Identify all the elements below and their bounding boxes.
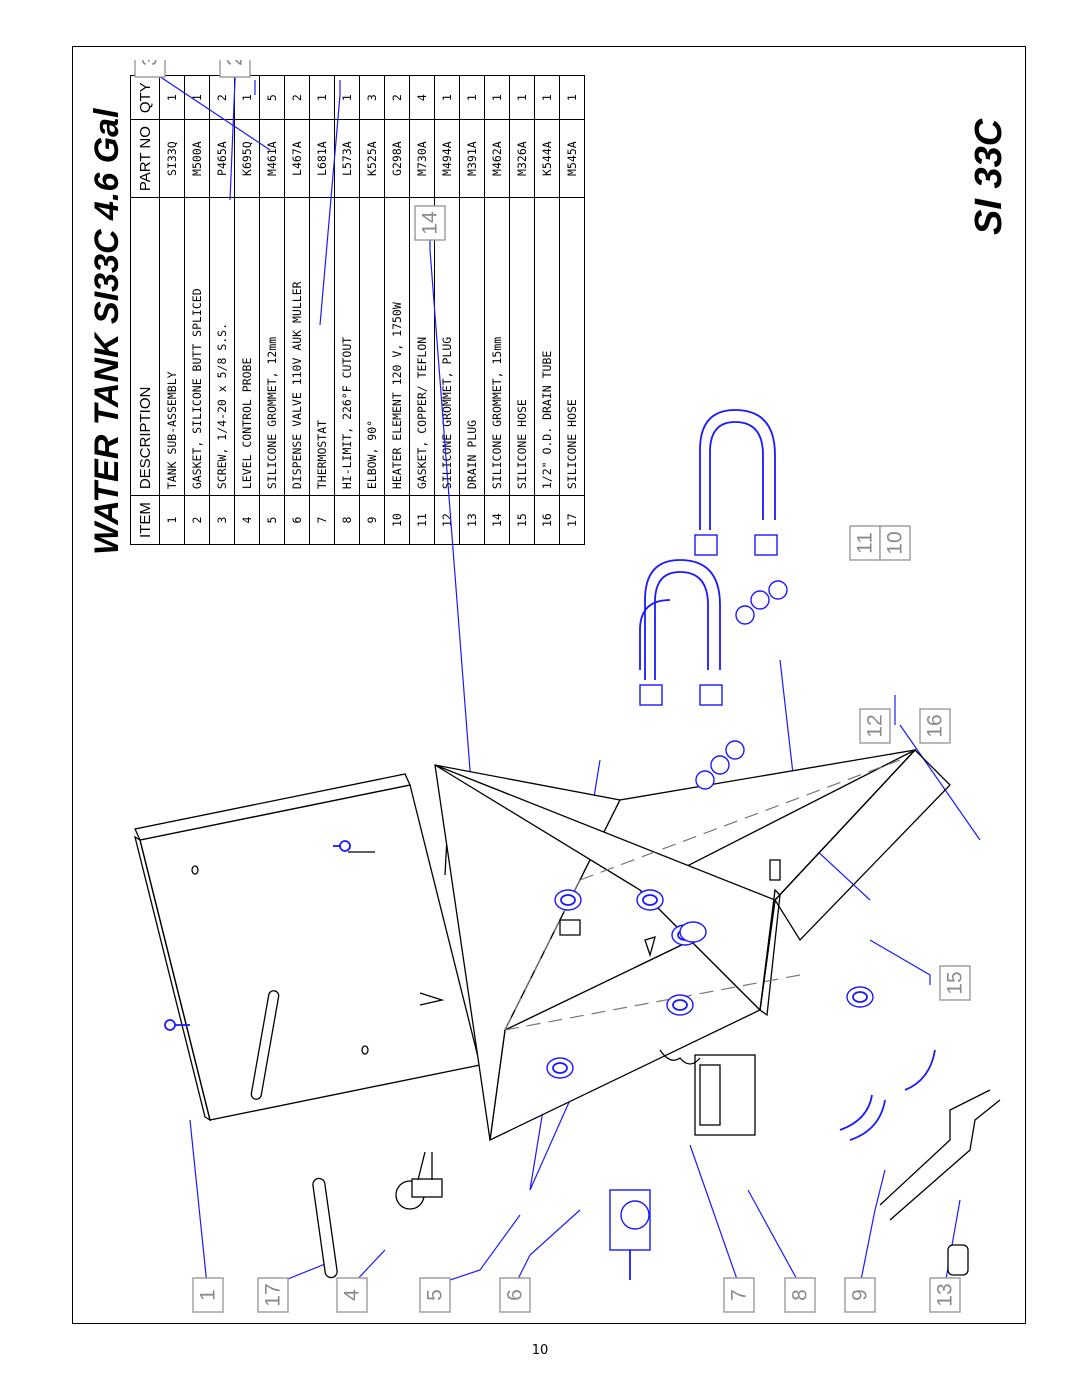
heater-element-lower: [639, 559, 723, 706]
grommet-icon: [846, 986, 874, 1008]
model-label: SI 33C: [968, 118, 1010, 235]
copper-gaskets: [695, 580, 788, 790]
thermostat: [659, 1049, 756, 1136]
callout-14: 14: [414, 205, 446, 241]
svg-text:16: 16: [924, 714, 947, 737]
svg-text:3: 3: [139, 60, 162, 66]
silicone-hose-15: [879, 1089, 1001, 1221]
callout-4: 4: [336, 1277, 368, 1313]
svg-text:4: 4: [341, 1289, 364, 1301]
grommet-icon: [546, 1057, 574, 1079]
drain-plug-icon: [947, 1244, 969, 1276]
grommet-icon: [666, 994, 694, 1016]
screw-icon: [333, 840, 351, 852]
tank-lid: [133, 773, 481, 1122]
screw-icon: [164, 1019, 190, 1031]
svg-text:12: 12: [864, 714, 887, 737]
callout-8: 8: [784, 1277, 816, 1313]
grommet-icon: [554, 889, 582, 911]
page-number: 10: [531, 1343, 549, 1358]
callout-11: 11: [849, 525, 881, 561]
callout-10: 10: [879, 525, 911, 561]
dispense-valve: [609, 1189, 651, 1280]
tank-body: [434, 749, 951, 1142]
svg-text:13: 13: [934, 1283, 957, 1306]
svg-text:5: 5: [424, 1289, 447, 1301]
callout-16: 16: [919, 708, 951, 744]
rotated-sheet: WATER TANK SI33C 4.6 Gal ITEM DESCRIPTIO…: [80, 60, 1020, 1320]
callout-17: 17: [257, 1277, 289, 1313]
silicone-hose-17: [250, 990, 338, 1279]
callout-6: 6: [499, 1277, 531, 1313]
svg-text:2: 2: [224, 60, 247, 66]
svg-text:14: 14: [419, 211, 442, 235]
svg-text:8: 8: [789, 1289, 812, 1301]
callout-13: 13: [929, 1277, 961, 1313]
elbow-icon: [839, 1094, 886, 1141]
svg-text:10: 10: [884, 531, 907, 554]
callout-5: 5: [419, 1277, 451, 1313]
svg-text:15: 15: [944, 971, 967, 994]
grommet-icon: [636, 889, 664, 911]
leader-lines: [149, 60, 981, 1295]
callout-2: 2: [219, 60, 251, 78]
svg-text:9: 9: [849, 1289, 872, 1301]
callout-3: 3: [134, 60, 166, 78]
svg-text:6: 6: [504, 1289, 527, 1301]
svg-text:7: 7: [728, 1289, 751, 1301]
callout-9: 9: [844, 1277, 876, 1313]
callout-12: 12: [859, 708, 891, 744]
callout-1: 1: [192, 1277, 224, 1313]
exploded-diagram: 1 17 4 5 6 7 8 9 13 3 2 14 12 16 15 11 1…: [133, 60, 1001, 1313]
grommet-icon: [679, 921, 707, 943]
svg-text:1: 1: [197, 1289, 220, 1301]
heater-element-upper: [694, 409, 778, 556]
callout-7: 7: [723, 1277, 755, 1313]
level-probe: [395, 1151, 443, 1210]
svg-text:17: 17: [262, 1283, 285, 1306]
callout-15: 15: [939, 965, 971, 1001]
elbow-icon: [904, 1049, 936, 1091]
page-border: [72, 46, 1026, 1324]
svg-text:11: 11: [854, 532, 877, 554]
